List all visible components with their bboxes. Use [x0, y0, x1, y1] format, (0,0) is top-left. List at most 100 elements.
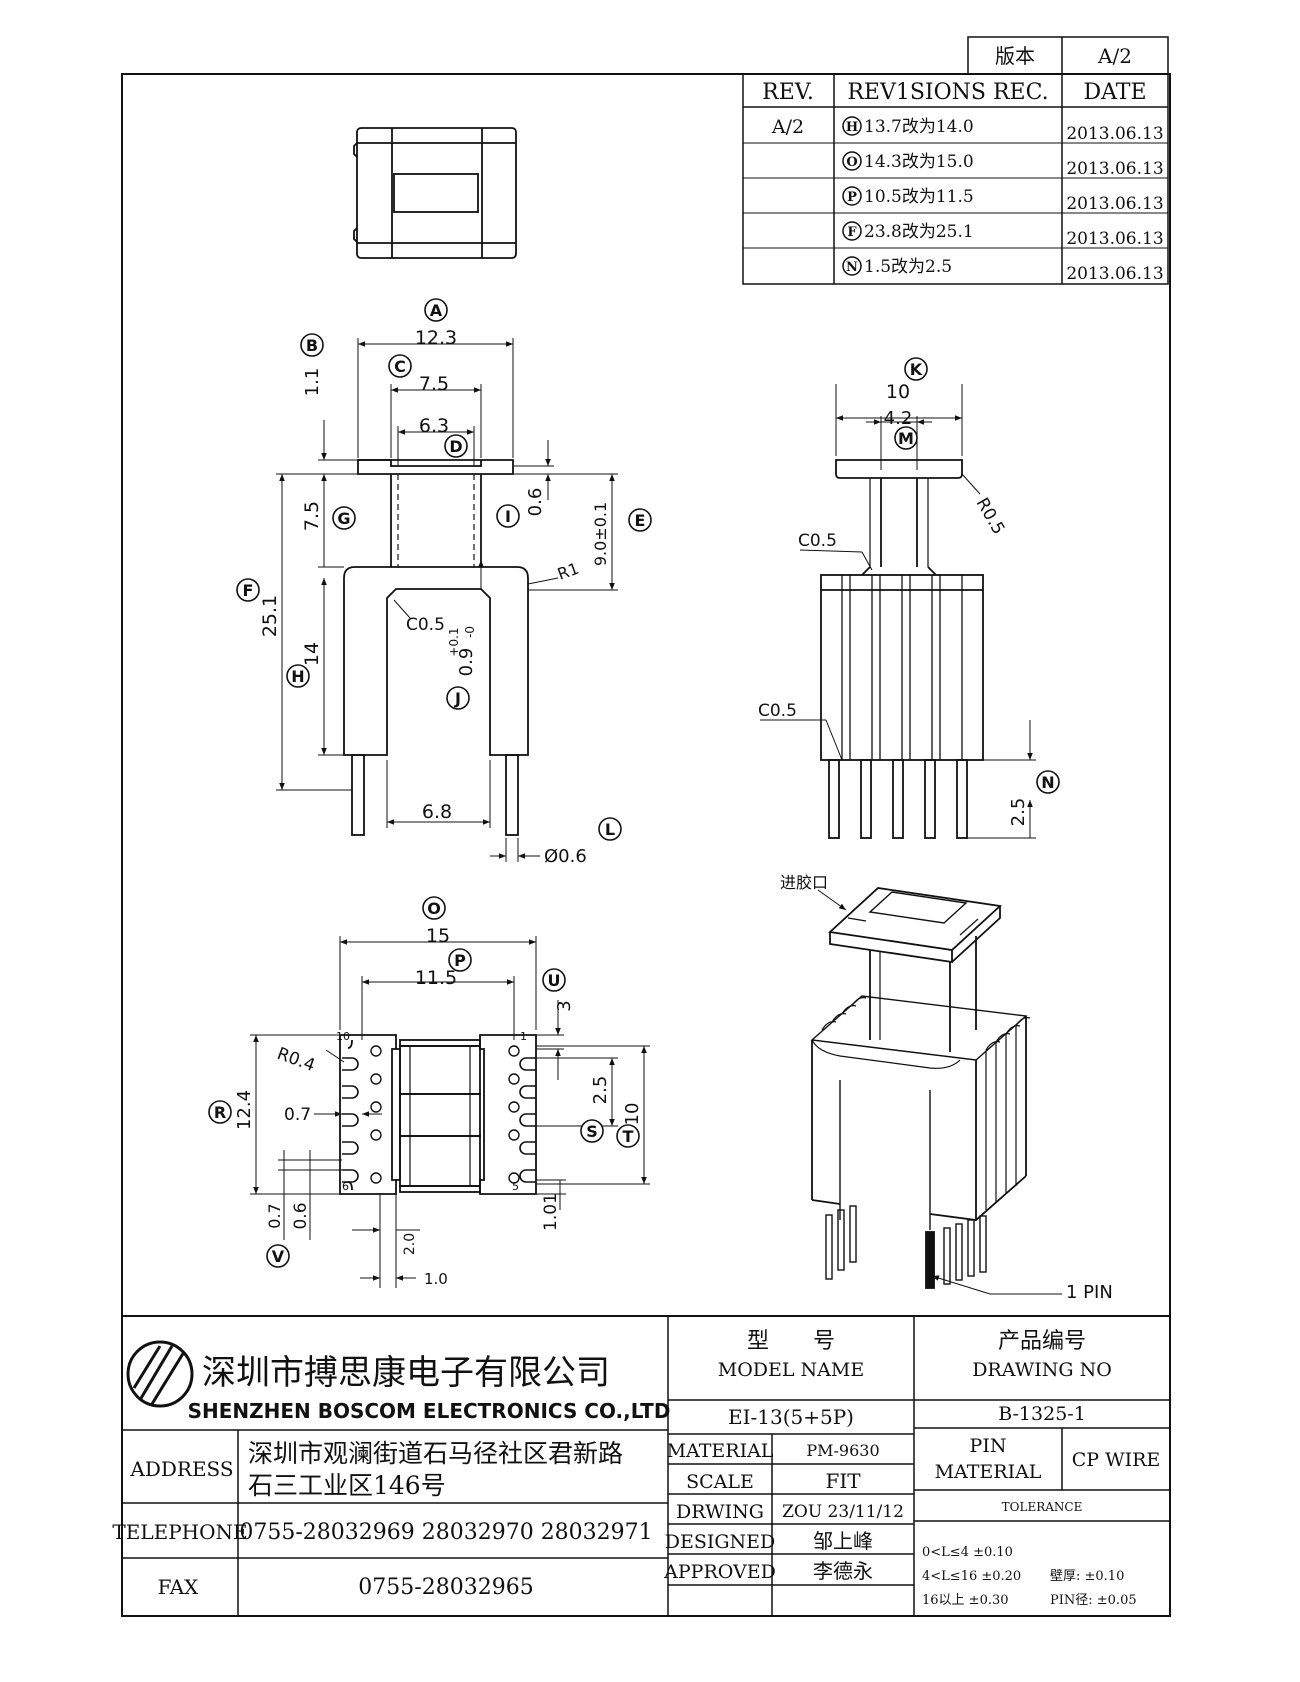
bottom-dimensions — [250, 936, 650, 1288]
dimension-label: 1 PIN — [1066, 1282, 1113, 1303]
dimension-label: 10 — [886, 381, 910, 403]
revision-marker: O — [846, 155, 857, 170]
top-view — [353, 127, 517, 259]
dimension-label: 4.2 — [884, 408, 913, 429]
callout-circle — [496, 504, 520, 528]
callout-circle — [208, 1100, 232, 1124]
drawing-no-en: DRAWING NO — [972, 1359, 1112, 1381]
drawing-no-value: B-1325-1 — [998, 1403, 1086, 1425]
callout-letter: I — [505, 507, 511, 526]
front-dimensions — [276, 338, 618, 862]
dimension-label: 0.7 — [265, 1203, 284, 1228]
designed-value: 邹上峰 — [813, 1529, 873, 1553]
dimension-label: Ø0.6 — [544, 846, 587, 867]
version-box: 版本 A/2 — [967, 36, 1169, 75]
callout-circle — [266, 1244, 290, 1268]
dimension-label: 3 — [554, 1000, 575, 1011]
callout-letter: L — [605, 820, 615, 839]
revision-text: 13.7改为14.0 — [864, 117, 974, 137]
dimension-label: 12.4 — [234, 1090, 255, 1130]
dimension-label: 10 — [336, 1030, 350, 1043]
callout-letter: P — [454, 951, 466, 970]
rev-value: A/2 — [771, 116, 804, 138]
revision-marker: P — [847, 190, 857, 205]
callout-circle — [1036, 770, 1060, 794]
revision-marker-circle — [842, 151, 862, 171]
rev-header: REV. — [762, 80, 814, 105]
drwing-label: DRWING — [676, 1501, 764, 1523]
callout-circle — [236, 578, 260, 602]
callout-letter: S — [586, 1122, 598, 1141]
callout-circle — [446, 686, 470, 710]
callout-letter: B — [306, 336, 318, 355]
dimension-label: 0.7 — [284, 1105, 311, 1125]
tolerance-row-2: 4<L≤16 ±0.20 — [922, 1569, 1021, 1584]
dimension-label: R0.5 — [972, 495, 1009, 539]
dimension-label: 2.5 — [1008, 798, 1029, 827]
dimension-label: 进胶口 — [780, 873, 828, 892]
callout-letter: C — [394, 357, 406, 376]
callout-letter: V — [272, 1247, 285, 1266]
dimension-label: 15 — [426, 925, 450, 947]
revision-marker: N — [846, 260, 858, 275]
callout-letter: F — [243, 581, 254, 600]
pin-material-label-1: PIN — [970, 1435, 1007, 1457]
dimension-label: +0.1 — [447, 627, 461, 656]
callout-letter: U — [548, 971, 561, 990]
iso-view — [810, 887, 1031, 1289]
company-logo — [126, 1340, 194, 1408]
revision-marker-circle — [842, 221, 862, 241]
drwing-value: ZOU 23/11/12 — [782, 1502, 904, 1522]
dimension-label: 1.0 — [424, 1270, 448, 1288]
dimension-label: R0.4 — [274, 1044, 317, 1076]
dimension-label: 0.6 — [525, 488, 546, 517]
tolerance-pin: PIN径: ±0.05 — [1050, 1593, 1137, 1608]
dimension-label: R1 — [555, 559, 582, 584]
material-label: MATERIAL — [667, 1440, 774, 1462]
revision-date: 2013.06.13 — [1066, 264, 1163, 284]
dimension-label: 1.01 — [541, 1193, 561, 1231]
callout-circle — [542, 968, 566, 992]
date-header: DATE — [1083, 80, 1146, 105]
tolerance-label: TOLERANCE — [1002, 1500, 1083, 1514]
dimension-label: 2.5 — [590, 1076, 611, 1105]
approved-label: APPROVED — [663, 1561, 776, 1583]
dimension-label: 6 — [342, 1180, 349, 1193]
callout-letter: R — [214, 1103, 226, 1122]
revision-marker: H — [846, 120, 858, 135]
dimension-label: 11.5 — [415, 967, 457, 989]
callout-letter: M — [898, 429, 914, 448]
revision-date: 2013.06.13 — [1066, 229, 1163, 249]
revision-text: 10.5改为11.5 — [864, 187, 974, 207]
dimension-label: 2.0 — [402, 1233, 418, 1255]
dimension-label: 25.1 — [259, 595, 281, 637]
dimension-label: 9.0±0.1 — [591, 502, 610, 566]
revision-row: O 14.3改为15.0 2013.06.13 — [842, 151, 1164, 179]
dimension-label: 7.5 — [419, 373, 449, 395]
callout-letter: T — [623, 1127, 634, 1146]
iso-leaders — [817, 889, 1062, 1295]
scale-label: SCALE — [686, 1471, 754, 1493]
callout-circle — [598, 817, 622, 841]
dimension-label: 0.9 — [456, 648, 477, 677]
callout-circle — [448, 948, 472, 972]
fax-value: 0755-28032965 — [358, 1575, 533, 1600]
title-block-grid — [122, 1315, 1170, 1616]
callout-circle — [422, 896, 446, 920]
callout-letter: D — [449, 437, 462, 456]
revision-date: 2013.06.13 — [1066, 194, 1163, 214]
version-value: A/2 — [1097, 44, 1132, 68]
revision-text: 14.3改为15.0 — [864, 152, 974, 172]
callout-circle — [300, 333, 324, 357]
dimension-label: 12.3 — [415, 327, 457, 349]
dimension-label: 1 — [520, 1030, 527, 1043]
callout-circle — [332, 506, 356, 530]
revision-date: 2013.06.13 — [1066, 159, 1163, 179]
dimension-label: 14 — [301, 642, 323, 666]
revision-marker-circle — [842, 186, 862, 206]
dimension-label: 7.5 — [301, 501, 323, 531]
